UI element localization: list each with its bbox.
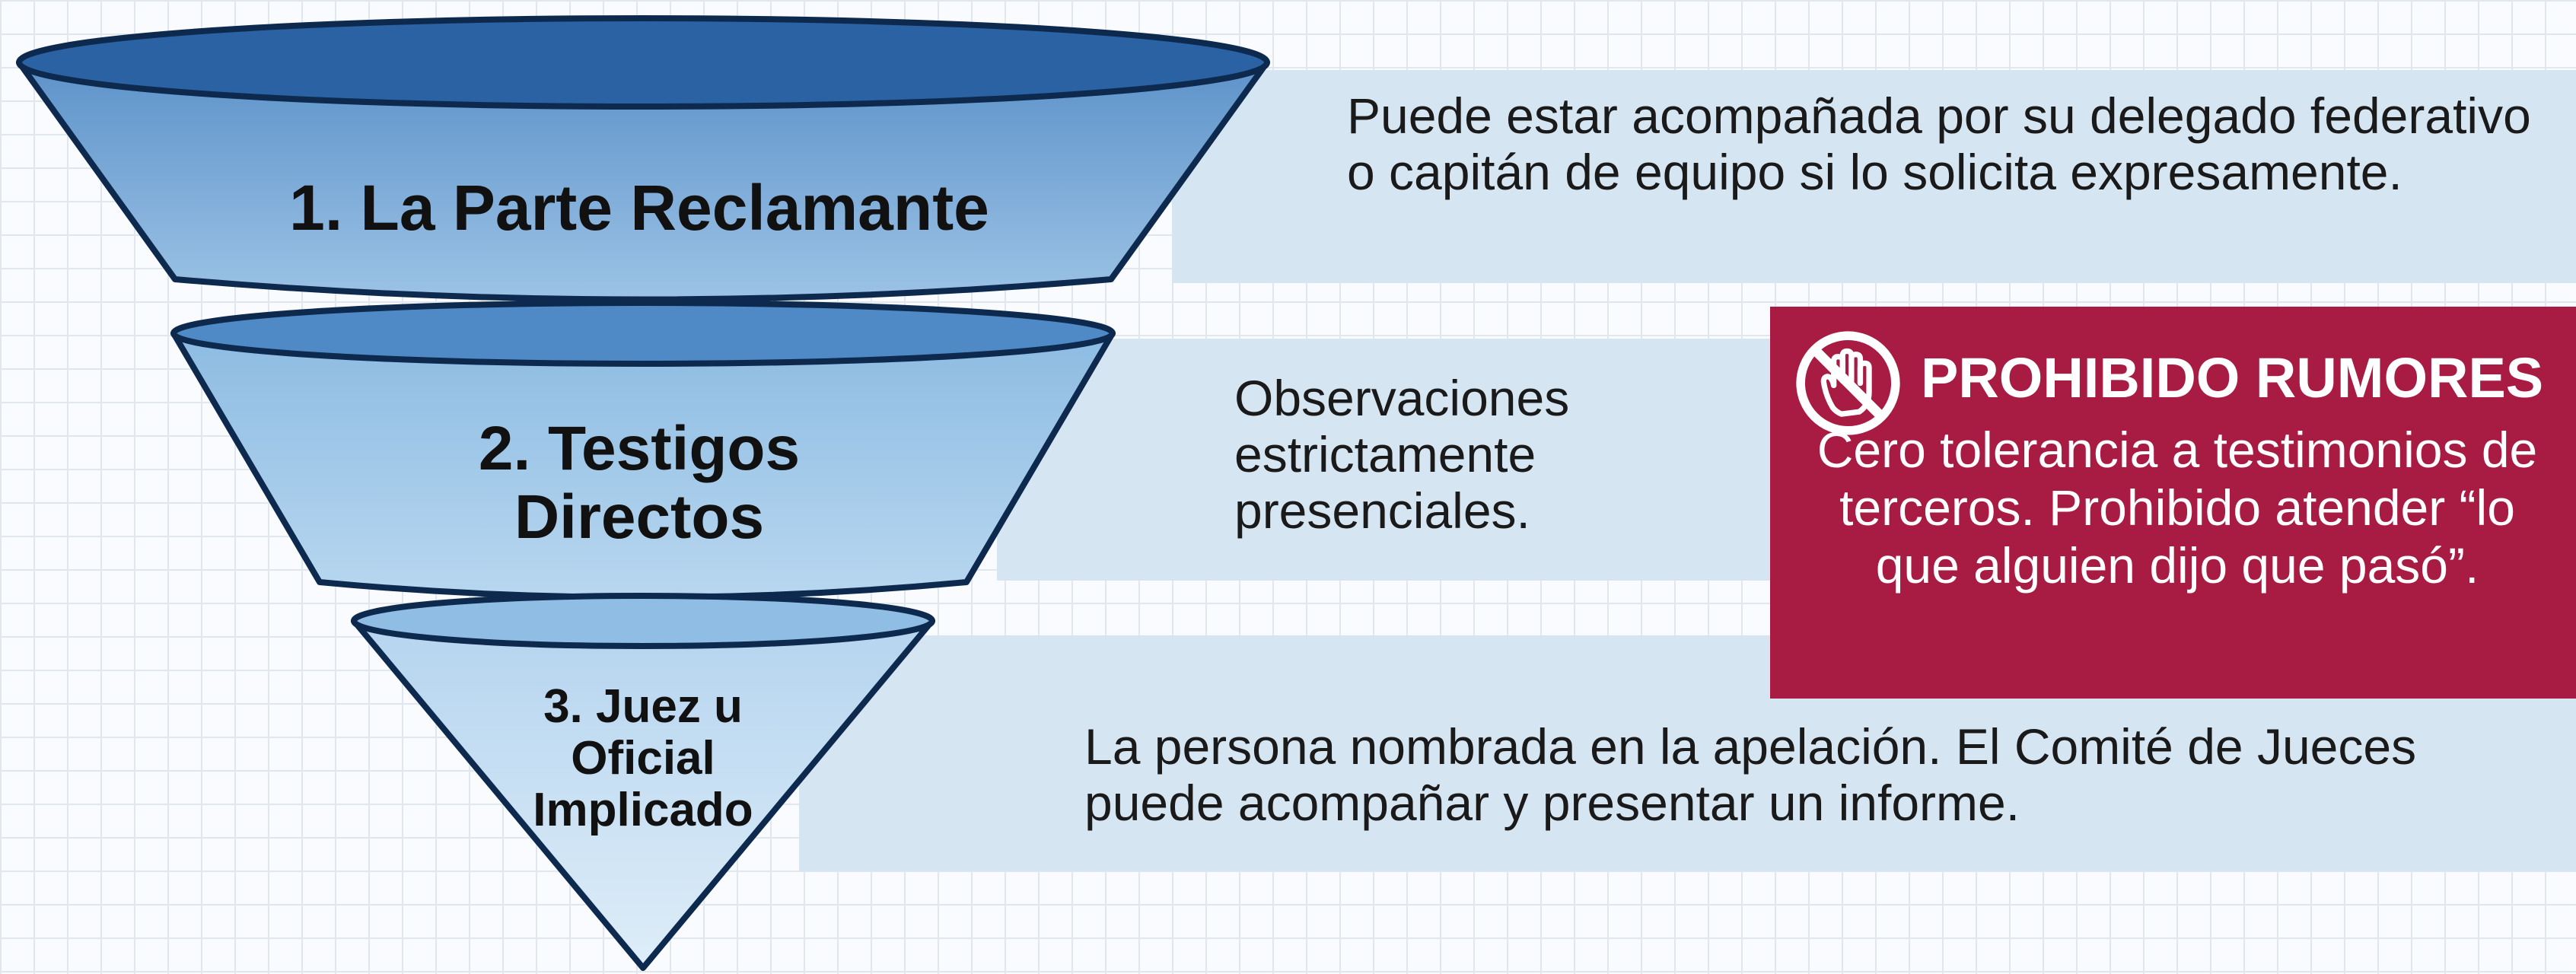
tier-1-segment	[16, 15, 1270, 303]
tier-1-label-text: 1. La Parte Reclamante	[289, 172, 989, 244]
tier-2-label: 2. Testigos Directos	[365, 415, 913, 552]
tier-3-label-line1: 3. Juez u	[543, 680, 743, 733]
tier-2-label-line1: 2. Testigos	[478, 414, 801, 483]
tier-1-description: Puede estar acompañada por su delegado f…	[1347, 88, 2531, 200]
tier-3-description: La persona nombrada en la apelación. El …	[1084, 718, 2417, 831]
no-hand-icon	[1796, 331, 1900, 435]
tier-3-label-line3: Implicado	[533, 784, 753, 836]
tier-2-description: Observaciones estrictamente presenciales…	[1234, 370, 1570, 539]
warning-body: Cero tolerancia a testimonios de tercero…	[1817, 422, 2538, 594]
tier-2-segment	[170, 300, 1116, 600]
tier-3-label: 3. Juez u Oficial Implicado	[472, 681, 814, 836]
tier-3-label-line2: Oficial	[571, 732, 715, 785]
tier-1-label: 1. La Parte Reclamante	[190, 171, 1088, 244]
tier-2-label-line2: Directos	[514, 482, 765, 552]
tier-3-segment	[351, 593, 935, 971]
warning-title: PROHIBIDO RUMORES	[1921, 346, 2544, 409]
tier-1-band	[1172, 70, 2576, 283]
prohibido-rumores-box: PROHIBIDO RUMORES Cero tolerancia a test…	[1770, 307, 2576, 699]
